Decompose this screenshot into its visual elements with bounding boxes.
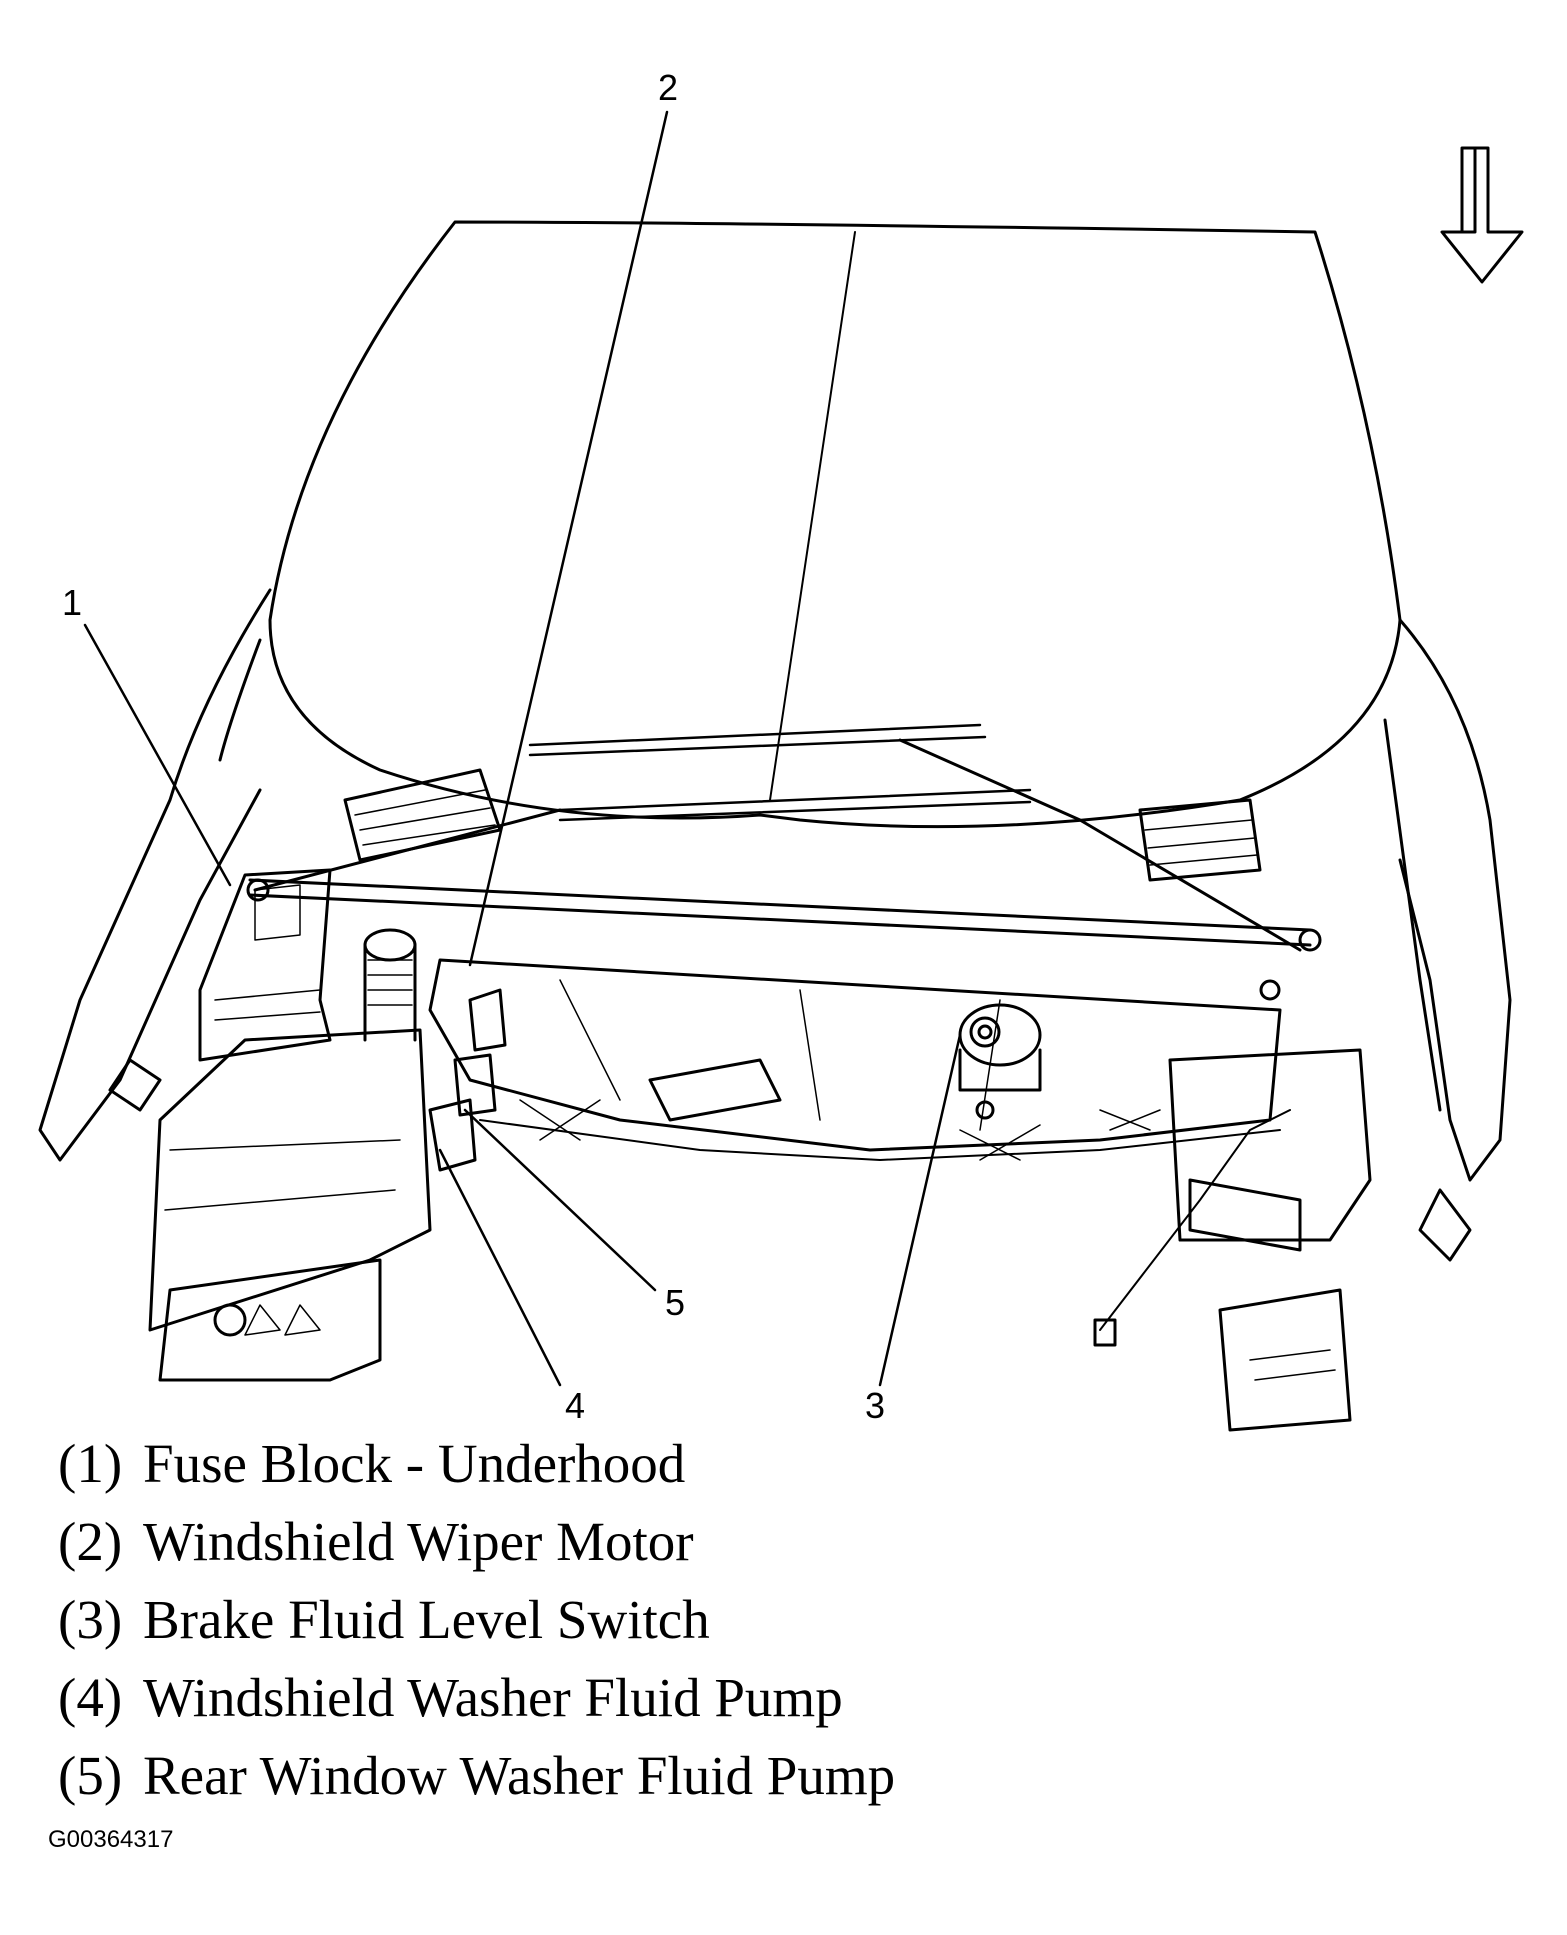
wiper-assembly xyxy=(246,723,1322,1001)
legend-number: (3) xyxy=(58,1589,123,1650)
washer-pumps xyxy=(428,988,507,1172)
legend-label: Rear Window Washer Fluid Pump xyxy=(143,1745,896,1806)
legend-label: Windshield Wiper Motor xyxy=(143,1511,694,1572)
direction-down-arrow-icon xyxy=(1440,146,1524,284)
figure-id: G00364317 xyxy=(48,1826,174,1853)
legend-label: Windshield Washer Fluid Pump xyxy=(143,1667,843,1728)
callout-3: 3 xyxy=(865,1385,886,1426)
legend-item-3: (3) Brake Fluid Level Switch xyxy=(58,1581,895,1659)
callout-2: 2 xyxy=(658,67,679,108)
left-fender xyxy=(38,588,272,1162)
callout-leader-lines xyxy=(83,110,962,1387)
legend-item-5: (5) Rear Window Washer Fluid Pump xyxy=(58,1737,895,1815)
left-bracket xyxy=(158,1258,382,1382)
legend-item-1: (1) Fuse Block - Underhood xyxy=(58,1425,895,1503)
legend-label: Brake Fluid Level Switch xyxy=(143,1589,710,1650)
legend: (1) Fuse Block - Underhood (2) Windshield … xyxy=(58,1425,895,1815)
right-fender xyxy=(1383,618,1512,1262)
washer-reservoir xyxy=(148,928,432,1332)
fuse-block-component xyxy=(198,868,332,1062)
legend-number: (5) xyxy=(58,1745,123,1806)
brake-fluid-switch-component xyxy=(958,1003,1042,1120)
legend-item-2: (2) Windshield Wiper Motor xyxy=(58,1503,895,1581)
legend-item-4: (4) Windshield Washer Fluid Pump xyxy=(58,1659,895,1737)
callout-4: 4 xyxy=(565,1385,586,1426)
legend-number: (1) xyxy=(58,1433,123,1494)
legend-label: Fuse Block - Underhood xyxy=(143,1433,686,1494)
firewall-panel xyxy=(428,958,1282,1161)
legend-number: (4) xyxy=(58,1667,123,1728)
right-strut-tower xyxy=(1093,1048,1372,1432)
cowl-vents xyxy=(343,768,1262,882)
hood xyxy=(268,220,1402,829)
callout-1: 1 xyxy=(62,582,83,623)
callout-5: 5 xyxy=(665,1282,686,1323)
legend-number: (2) xyxy=(58,1511,123,1572)
